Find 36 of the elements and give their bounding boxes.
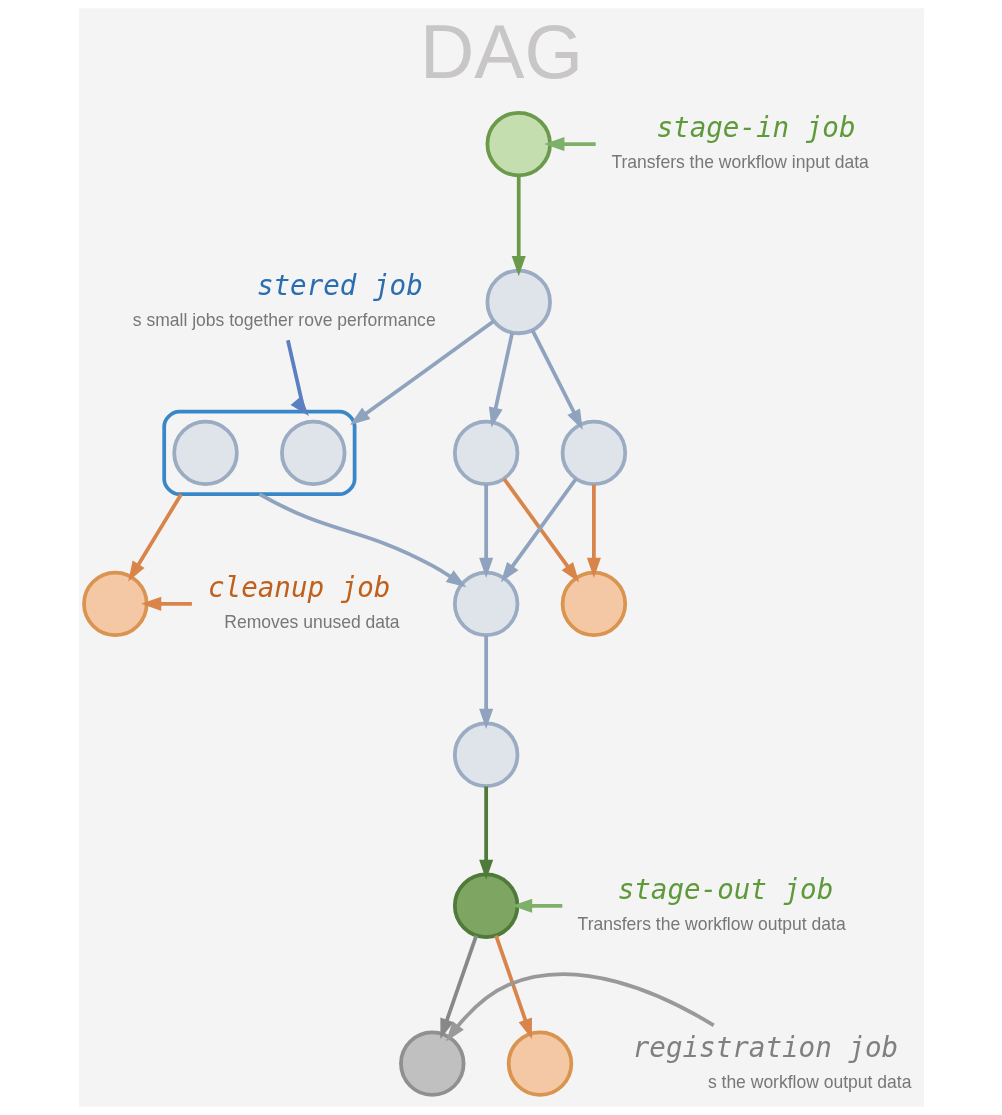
node-text: stage-in job Transfers the workflow input data	[610, 111, 869, 173]
node-circle	[279, 419, 346, 487]
node-circle	[560, 419, 627, 487]
node-circle	[452, 419, 519, 487]
arrow	[586, 484, 601, 578]
node-text: stage-out job Transfers the workflow output data	[577, 873, 846, 934]
arrow	[478, 484, 493, 578]
arrow	[127, 493, 183, 582]
node-text: registration job s the workflow output data	[632, 1030, 911, 1092]
node-circle	[485, 268, 552, 336]
arrow	[511, 898, 562, 913]
node-text: cleanup job Removes unused data	[207, 571, 400, 632]
arrow	[349, 319, 495, 426]
node-text: stered job s small jobs together rove performance	[132, 269, 436, 330]
arrow	[478, 786, 493, 880]
arrow	[543, 137, 596, 152]
arrow	[493, 934, 532, 1039]
arrow	[140, 596, 192, 611]
arrow	[530, 329, 583, 430]
arrow	[488, 332, 514, 428]
node-circle	[81, 570, 149, 638]
node-circle	[485, 110, 552, 178]
arrow	[445, 972, 715, 1042]
cluster	[161, 409, 356, 497]
node-circle	[506, 1030, 573, 1097]
node-circle	[171, 419, 239, 487]
node-circle	[452, 872, 519, 939]
node-circle	[452, 721, 519, 788]
node-circle	[398, 1030, 465, 1097]
arrow	[511, 175, 526, 277]
node-circle	[452, 570, 519, 638]
node-circle	[560, 570, 627, 638]
arrow	[439, 934, 478, 1039]
arrow	[258, 492, 466, 588]
arrow	[478, 635, 493, 729]
arrow	[285, 339, 309, 416]
